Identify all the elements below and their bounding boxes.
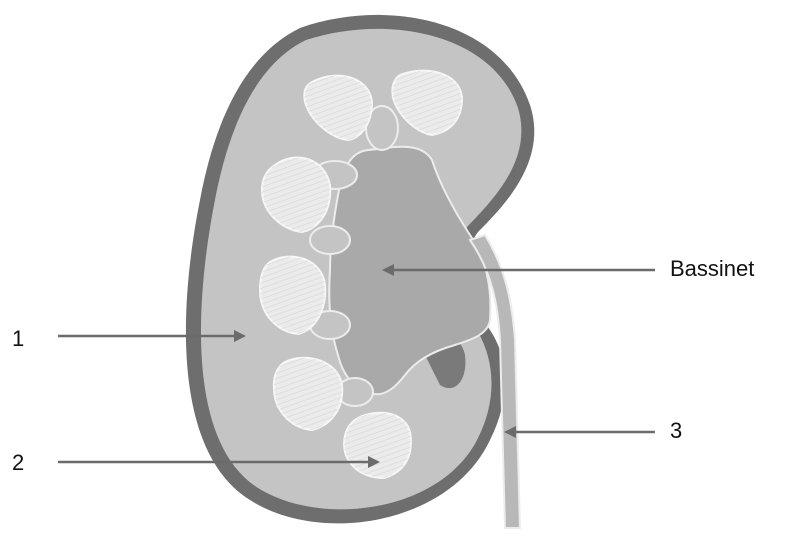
label-1: 1 [12,328,24,350]
label-2: 2 [12,452,24,474]
calyx [310,226,350,254]
label-bassinet: Bassinet [670,258,754,280]
label-3: 3 [670,420,682,442]
